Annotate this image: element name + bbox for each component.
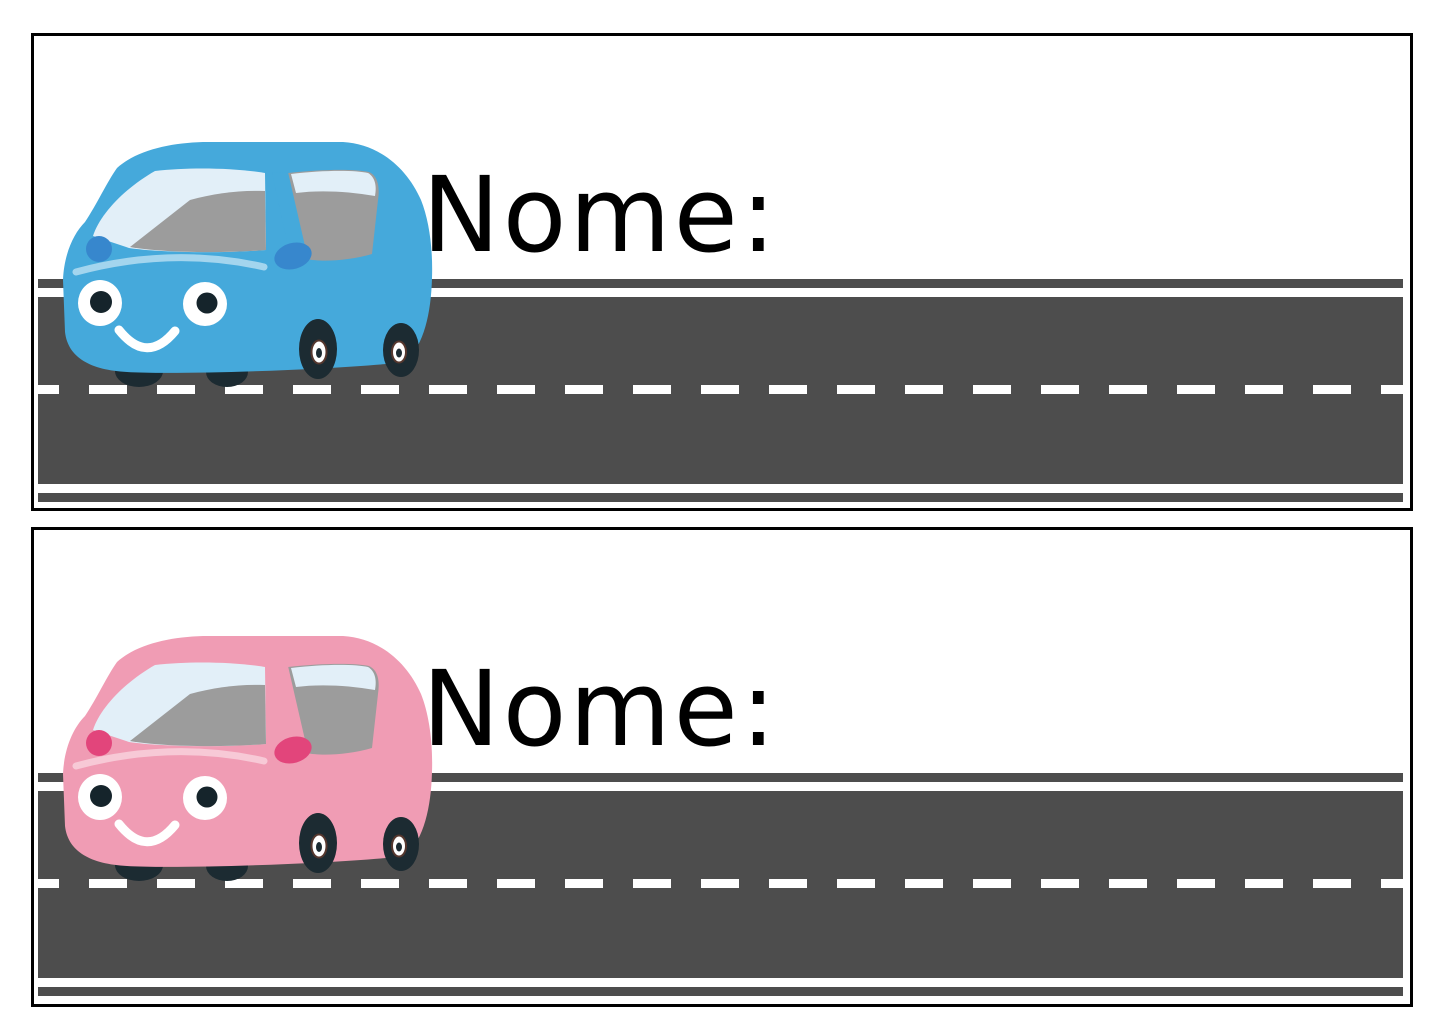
name-card-pink: Nome:: [31, 527, 1413, 1007]
pink-car-icon: [62, 635, 434, 882]
road-center-dashed-line: [38, 879, 1403, 888]
road-edge-line-top: [38, 773, 1403, 782]
name-card-blue: Nome:: [31, 33, 1413, 511]
blue-car-icon: [62, 141, 434, 388]
road-center-dashed-line: [38, 385, 1403, 394]
name-label: Nome:: [422, 154, 779, 276]
road-edge-line-bottom: [38, 987, 1403, 996]
road-edge-line-top: [38, 279, 1403, 288]
name-label: Nome:: [422, 648, 779, 770]
road-edge-line-bottom: [38, 493, 1403, 502]
